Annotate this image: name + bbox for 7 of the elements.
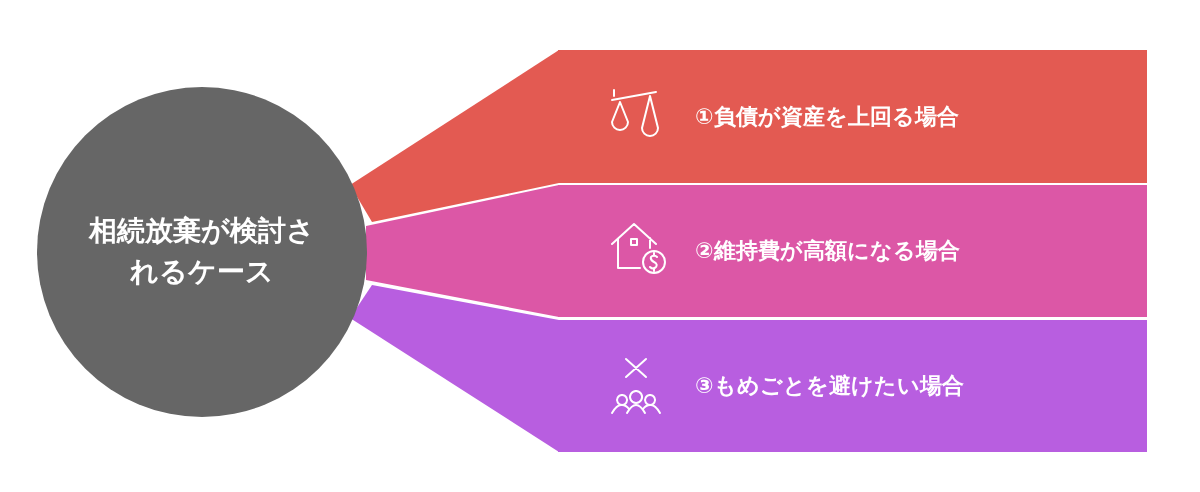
node-label: ②維持費が高額になる場合 [695,237,960,265]
node-title: 相続放棄が検討されるケース [89,213,315,290]
wedge-connector [350,50,559,222]
node-label: ③もめごとを避けたい場合 [695,372,964,400]
node-label: ①負債が資産を上回る場合 [695,102,959,131]
wedge-connector [350,285,559,452]
wedge-connector [366,185,559,317]
